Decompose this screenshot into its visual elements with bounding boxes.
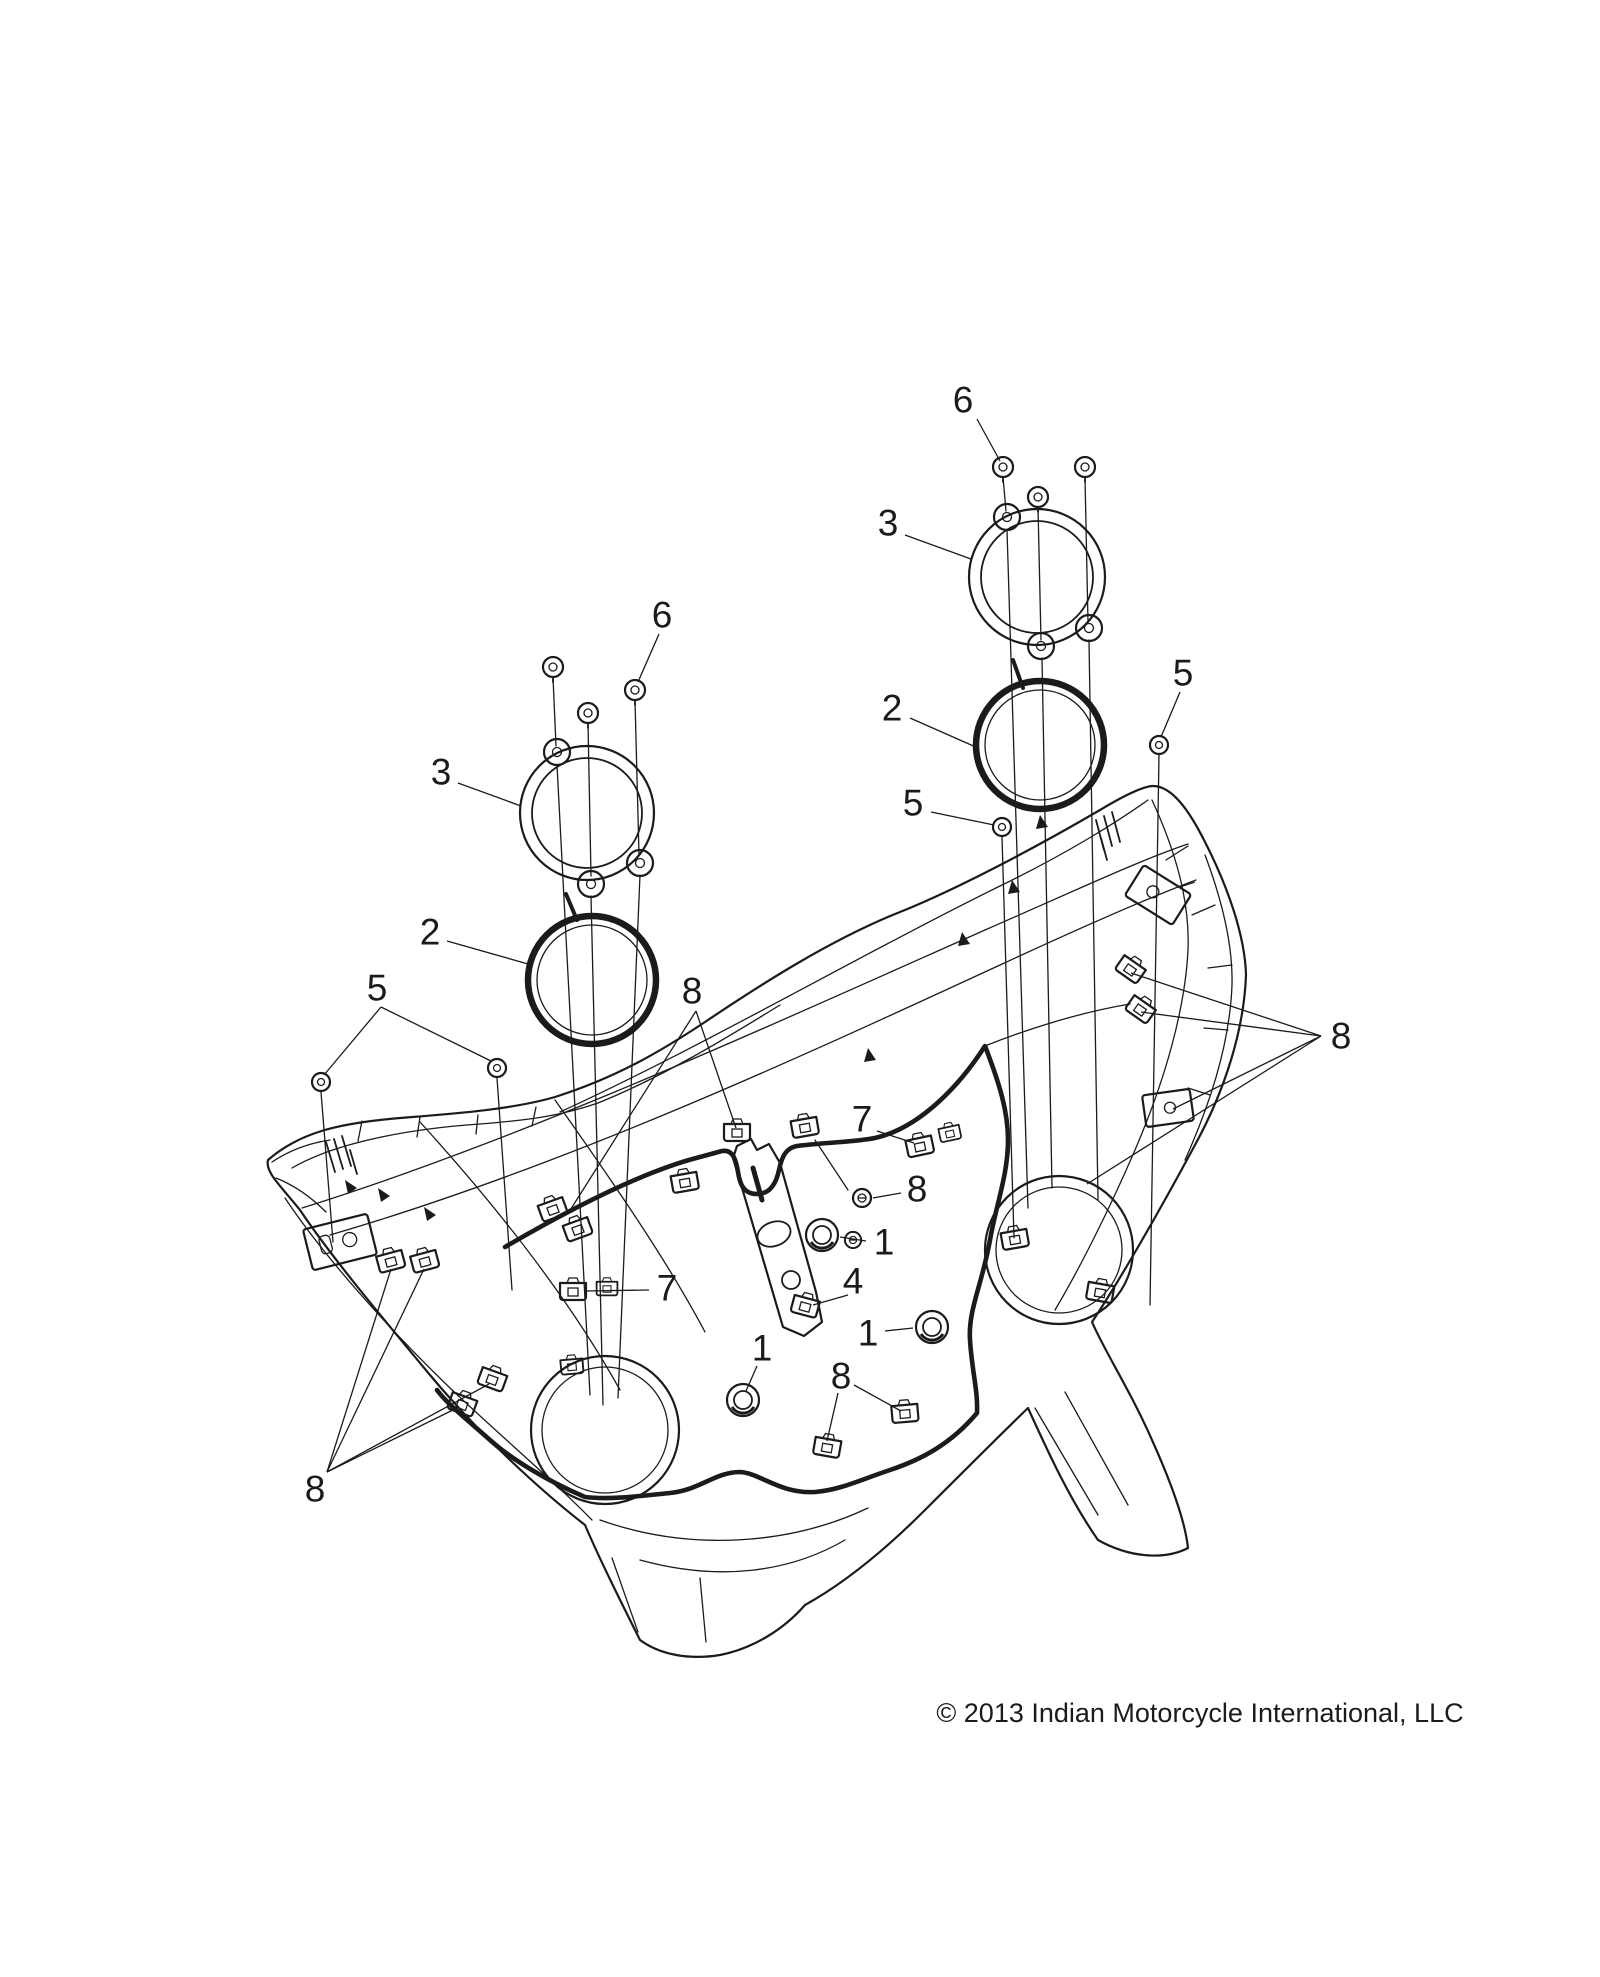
clip [534,1191,570,1224]
callout-label-4: 4 [843,1261,864,1302]
copyright-text: © 2013 Indian Motorcycle International, … [936,1698,1463,1728]
bracket-plates [302,864,1195,1271]
rivet [851,1187,873,1209]
clip [722,1117,752,1143]
right-ring-assembly [967,455,1108,1209]
ring-lug [1074,613,1104,643]
callout-leader-8 [1140,1011,1322,1037]
callout-leader-2 [909,717,979,749]
clip [1113,949,1150,986]
clip [936,1120,963,1144]
callout-leader-8 [1172,1035,1322,1110]
callout-leader-7 [585,1289,650,1292]
screw [623,678,647,707]
callout-leader-1 [839,1236,867,1242]
callout-leader-8 [1086,1035,1322,1185]
callout-leader-8 [853,1384,902,1412]
right-trim-ring [967,507,1107,647]
callout-label-8: 8 [682,971,703,1012]
callout-leader-8 [695,1010,737,1129]
right-gasket [972,677,1108,813]
callout-leader-8 [1130,972,1322,1037]
callout-label-1: 1 [752,1328,773,1369]
left-speaker-hole [529,1354,681,1506]
callout-label-2: 2 [420,912,441,953]
callout-label-8: 8 [907,1169,928,1210]
fairing-outline [266,784,1248,1658]
callout-leader-1 [884,1327,914,1332]
callout-label-5: 5 [1173,653,1194,694]
callout-label-5: 5 [367,968,388,1009]
callout-label-6: 6 [953,380,974,421]
clip [889,1397,920,1425]
fairing-body [266,784,1248,1658]
callout-label-3: 3 [878,503,899,544]
callout-label-8: 8 [1331,1016,1352,1057]
left-gasket [524,912,660,1048]
screw [486,1057,508,1079]
left-ring-assembly [518,655,660,1406]
callout-label-3: 3 [431,752,452,793]
callout-leader-5 [380,1006,492,1062]
clip-7b [903,1129,936,1159]
clip [1123,989,1160,1026]
callout-label-5: 5 [903,783,924,824]
callout-leader-8 [826,1392,839,1442]
garnish-channel [434,1043,1011,1501]
screw [541,655,565,684]
left-trim-ring [518,744,656,882]
screw [576,701,600,730]
vent-hatch-right [1095,811,1121,861]
callout-leader-7 [876,1130,915,1144]
callout-label-7: 7 [657,1268,678,1309]
clip [788,1110,821,1140]
callout-label-1: 1 [858,1313,879,1354]
clip-7 [558,1276,588,1302]
callout-label-8: 8 [831,1356,852,1397]
callout-leader-4 [812,1294,849,1306]
callout-leader-8 [568,1010,697,1213]
callout-label-6: 6 [652,595,673,636]
clip [668,1165,701,1195]
callout-leader-3 [904,534,972,560]
clips [373,949,1160,1460]
screw [310,1071,332,1093]
mount-screws [310,734,1170,1306]
callout-leader-6 [637,633,660,683]
clip [373,1244,407,1275]
grommet [725,1382,761,1418]
callout-leader-1 [745,1365,758,1392]
callout-leader-8 [326,1268,392,1473]
screw [991,455,1015,484]
callout-leader-8 [326,1383,490,1473]
screw [1148,734,1170,756]
callout-label-8: 8 [305,1469,326,1510]
callout-leader-8 [326,1268,425,1473]
right-speaker-hole [983,1174,1135,1326]
screw [991,816,1013,838]
callout-leader-3 [457,782,522,807]
clip [559,1211,595,1244]
callout-leader-5 [930,811,995,826]
callout-label-2: 2 [882,688,903,729]
callout-leader-5 [323,1006,382,1076]
vent-hatch-left [325,1135,358,1175]
screw [1073,455,1097,484]
callout-leader-5 [1160,691,1181,738]
callout-label-1: 1 [874,1222,895,1263]
callout-leader-8 [872,1192,902,1199]
grommet [914,1309,950,1345]
grommet [804,1217,840,1253]
clip [1084,1275,1117,1305]
callout-leader-6 [976,418,1001,462]
clip [407,1244,441,1275]
callout-leader-8 [326,1406,460,1473]
callout-label-7: 7 [852,1099,873,1140]
callout-leader-2 [446,940,529,965]
